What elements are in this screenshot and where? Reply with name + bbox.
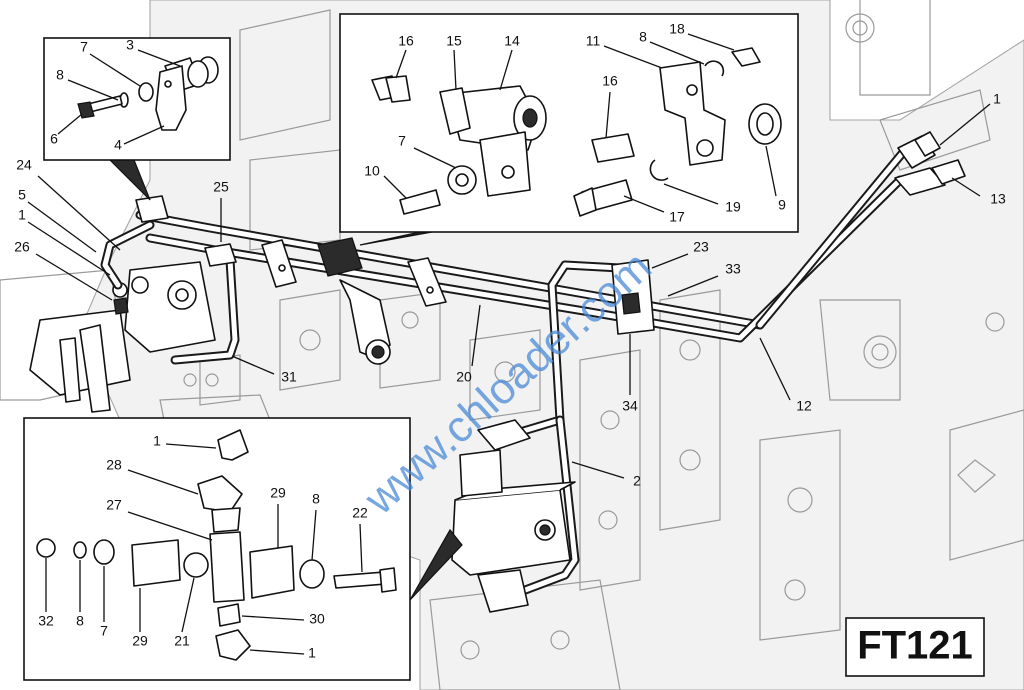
callout-a8: 8	[56, 67, 64, 83]
fuel-pipe-to-filter	[515, 260, 625, 597]
callout-b15: 15	[446, 33, 462, 49]
callout-c1a: 1	[153, 433, 161, 449]
figure-code: FT121	[857, 624, 973, 668]
inset-bottom-left	[23, 417, 463, 681]
right-elbow-fittings	[894, 131, 966, 196]
callout-b16b: 16	[602, 73, 618, 89]
callout-m20: 20	[456, 369, 472, 385]
callouts-inset-bottom-left: 1 28 29 27 8 22 32 8 7 29 21 30 1	[38, 433, 368, 661]
callout-m12: 12	[796, 398, 812, 414]
callout-c22: 22	[352, 505, 368, 521]
figure-code-box: FT121	[845, 617, 985, 677]
callout-m24: 24	[16, 157, 32, 173]
callout-m23: 23	[693, 239, 709, 255]
fuel-filter-head	[451, 419, 576, 613]
pipe-clamps	[135, 195, 655, 365]
callout-a7: 7	[80, 39, 88, 55]
callout-c29a: 29	[270, 485, 286, 501]
callout-b16a: 16	[398, 33, 414, 49]
callout-c7: 7	[100, 623, 108, 639]
callout-a3: 3	[126, 37, 134, 53]
callout-c1b: 1	[308, 645, 316, 661]
fuel-pipe-main	[135, 145, 910, 343]
callout-b9: 9	[778, 197, 786, 213]
callout-m33: 33	[725, 261, 741, 277]
callout-c28: 28	[106, 457, 122, 473]
callout-b7: 7	[398, 133, 406, 149]
callout-m1b: 1	[18, 207, 26, 223]
callout-b11: 11	[586, 33, 601, 49]
callouts-inset-top-left: 7 3 8 6 4	[50, 37, 181, 153]
injection-pump	[29, 261, 216, 413]
callout-c21: 21	[174, 633, 190, 649]
callout-b14: 14	[504, 33, 520, 49]
inset-top-left	[43, 37, 231, 201]
callout-m1a: 1	[993, 91, 1001, 107]
callout-c8a: 8	[312, 491, 320, 507]
callout-c29b: 29	[132, 633, 148, 649]
callout-m26: 26	[14, 239, 30, 255]
callout-m34: 34	[622, 398, 638, 414]
callout-c8b: 8	[76, 613, 84, 629]
callout-b18: 18	[669, 21, 685, 37]
callout-b8: 8	[639, 29, 647, 45]
callout-c27: 27	[106, 497, 122, 513]
callout-b17: 17	[669, 209, 685, 225]
callout-c30: 30	[309, 611, 325, 627]
inset-top-center	[339, 13, 799, 246]
callout-m5: 5	[18, 187, 26, 203]
callout-m13: 13	[990, 191, 1006, 207]
callouts-inset-top-center: 16 15 14 11 8 18 16 7 10 17 19 9	[364, 21, 786, 225]
callout-m31: 31	[281, 369, 297, 385]
callout-c32: 32	[38, 613, 54, 629]
callout-m25: 25	[213, 179, 229, 195]
callout-b10: 10	[364, 163, 380, 179]
fuel-pipe-return	[100, 220, 240, 365]
callout-m2: 2	[633, 473, 641, 489]
callout-a6: 6	[50, 131, 58, 147]
callout-a4: 4	[114, 137, 122, 153]
callouts-main: 1 13 24 5 1 26 25 31 20 23 33 34 12 2	[14, 91, 1006, 489]
callout-b19: 19	[725, 199, 741, 215]
